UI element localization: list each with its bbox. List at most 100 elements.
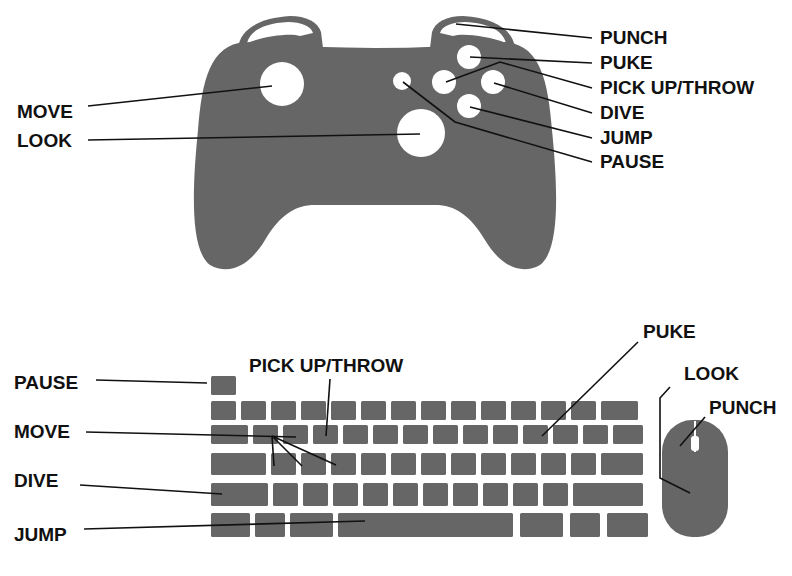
key (451, 401, 476, 420)
control-label: PUKE (600, 52, 653, 74)
control-label: DIVE (14, 470, 58, 492)
mouse-body (662, 420, 728, 537)
leader-line (88, 134, 420, 140)
key (331, 401, 356, 420)
key (570, 513, 600, 537)
control-label: PUKE (643, 321, 696, 343)
key (433, 425, 458, 444)
key (613, 425, 643, 444)
leader-line (84, 521, 365, 529)
key (511, 401, 536, 420)
key (541, 453, 566, 475)
key (391, 453, 416, 475)
key (211, 376, 236, 395)
key (271, 401, 296, 420)
control-label: MOVE (14, 421, 70, 443)
leader-line (542, 342, 638, 436)
key (363, 483, 388, 506)
leader-line (470, 107, 592, 138)
control-label: PUNCH (600, 27, 668, 49)
key (481, 401, 506, 420)
key (483, 483, 508, 506)
key (255, 513, 285, 537)
leader-line (272, 436, 274, 466)
gamepad (88, 16, 592, 269)
key (513, 483, 538, 506)
key (303, 483, 328, 506)
key (301, 453, 326, 475)
leader-line (272, 436, 336, 465)
face-button (481, 70, 505, 94)
key (583, 425, 608, 444)
leader-line (680, 417, 705, 446)
key (607, 513, 648, 537)
scroll-wheel (691, 436, 699, 451)
key (493, 425, 518, 444)
key (290, 513, 333, 537)
key (393, 483, 418, 506)
control-label: LOOK (17, 130, 72, 152)
face-button (457, 94, 481, 118)
key (241, 401, 266, 420)
leader-line (80, 485, 222, 494)
leader-line (96, 380, 207, 383)
key (211, 401, 236, 420)
bumper-highlight (247, 22, 313, 43)
keyboard (211, 376, 648, 537)
leader-line (326, 379, 330, 436)
leader-line (456, 24, 592, 38)
key (601, 453, 643, 475)
key (421, 453, 446, 475)
key (361, 453, 386, 475)
key (511, 453, 536, 475)
leader-line (88, 86, 272, 106)
key (543, 483, 568, 506)
leader-line (86, 432, 296, 437)
key (373, 425, 398, 444)
control-label: PICK UP/THROW (600, 77, 754, 99)
control-label: DIVE (600, 102, 644, 124)
left-stick (260, 62, 304, 106)
key (573, 483, 643, 506)
key (601, 401, 638, 420)
key (571, 453, 596, 475)
key (463, 425, 488, 444)
control-label: PAUSE (14, 372, 78, 394)
control-label: LOOK (684, 363, 739, 385)
key (273, 483, 298, 506)
key (338, 513, 513, 537)
leader-lines (80, 342, 705, 529)
key (283, 425, 308, 444)
key (391, 401, 416, 420)
key (481, 453, 506, 475)
menu-button (393, 72, 411, 90)
control-label: PUNCH (709, 397, 777, 419)
control-label: MOVE (17, 101, 73, 123)
key (301, 401, 326, 420)
key (520, 513, 563, 537)
key (453, 483, 478, 506)
key (421, 401, 446, 420)
key (361, 401, 386, 420)
key (403, 425, 428, 444)
key (333, 483, 358, 506)
leader-line (272, 436, 302, 466)
key (451, 453, 476, 475)
leader-line (470, 57, 592, 63)
leader-line (403, 82, 592, 162)
leader-lines (88, 24, 592, 162)
leader-line (494, 83, 592, 113)
leader-line (446, 62, 592, 88)
control-label: JUMP (600, 127, 653, 149)
key (343, 425, 368, 444)
key (553, 425, 578, 444)
mouse (662, 420, 728, 537)
key (253, 425, 278, 444)
gamepad-body (194, 42, 556, 269)
control-label: JUMP (14, 524, 67, 546)
right-stick (397, 109, 445, 157)
key (423, 483, 448, 506)
key (211, 453, 266, 475)
control-label: PAUSE (600, 151, 664, 173)
